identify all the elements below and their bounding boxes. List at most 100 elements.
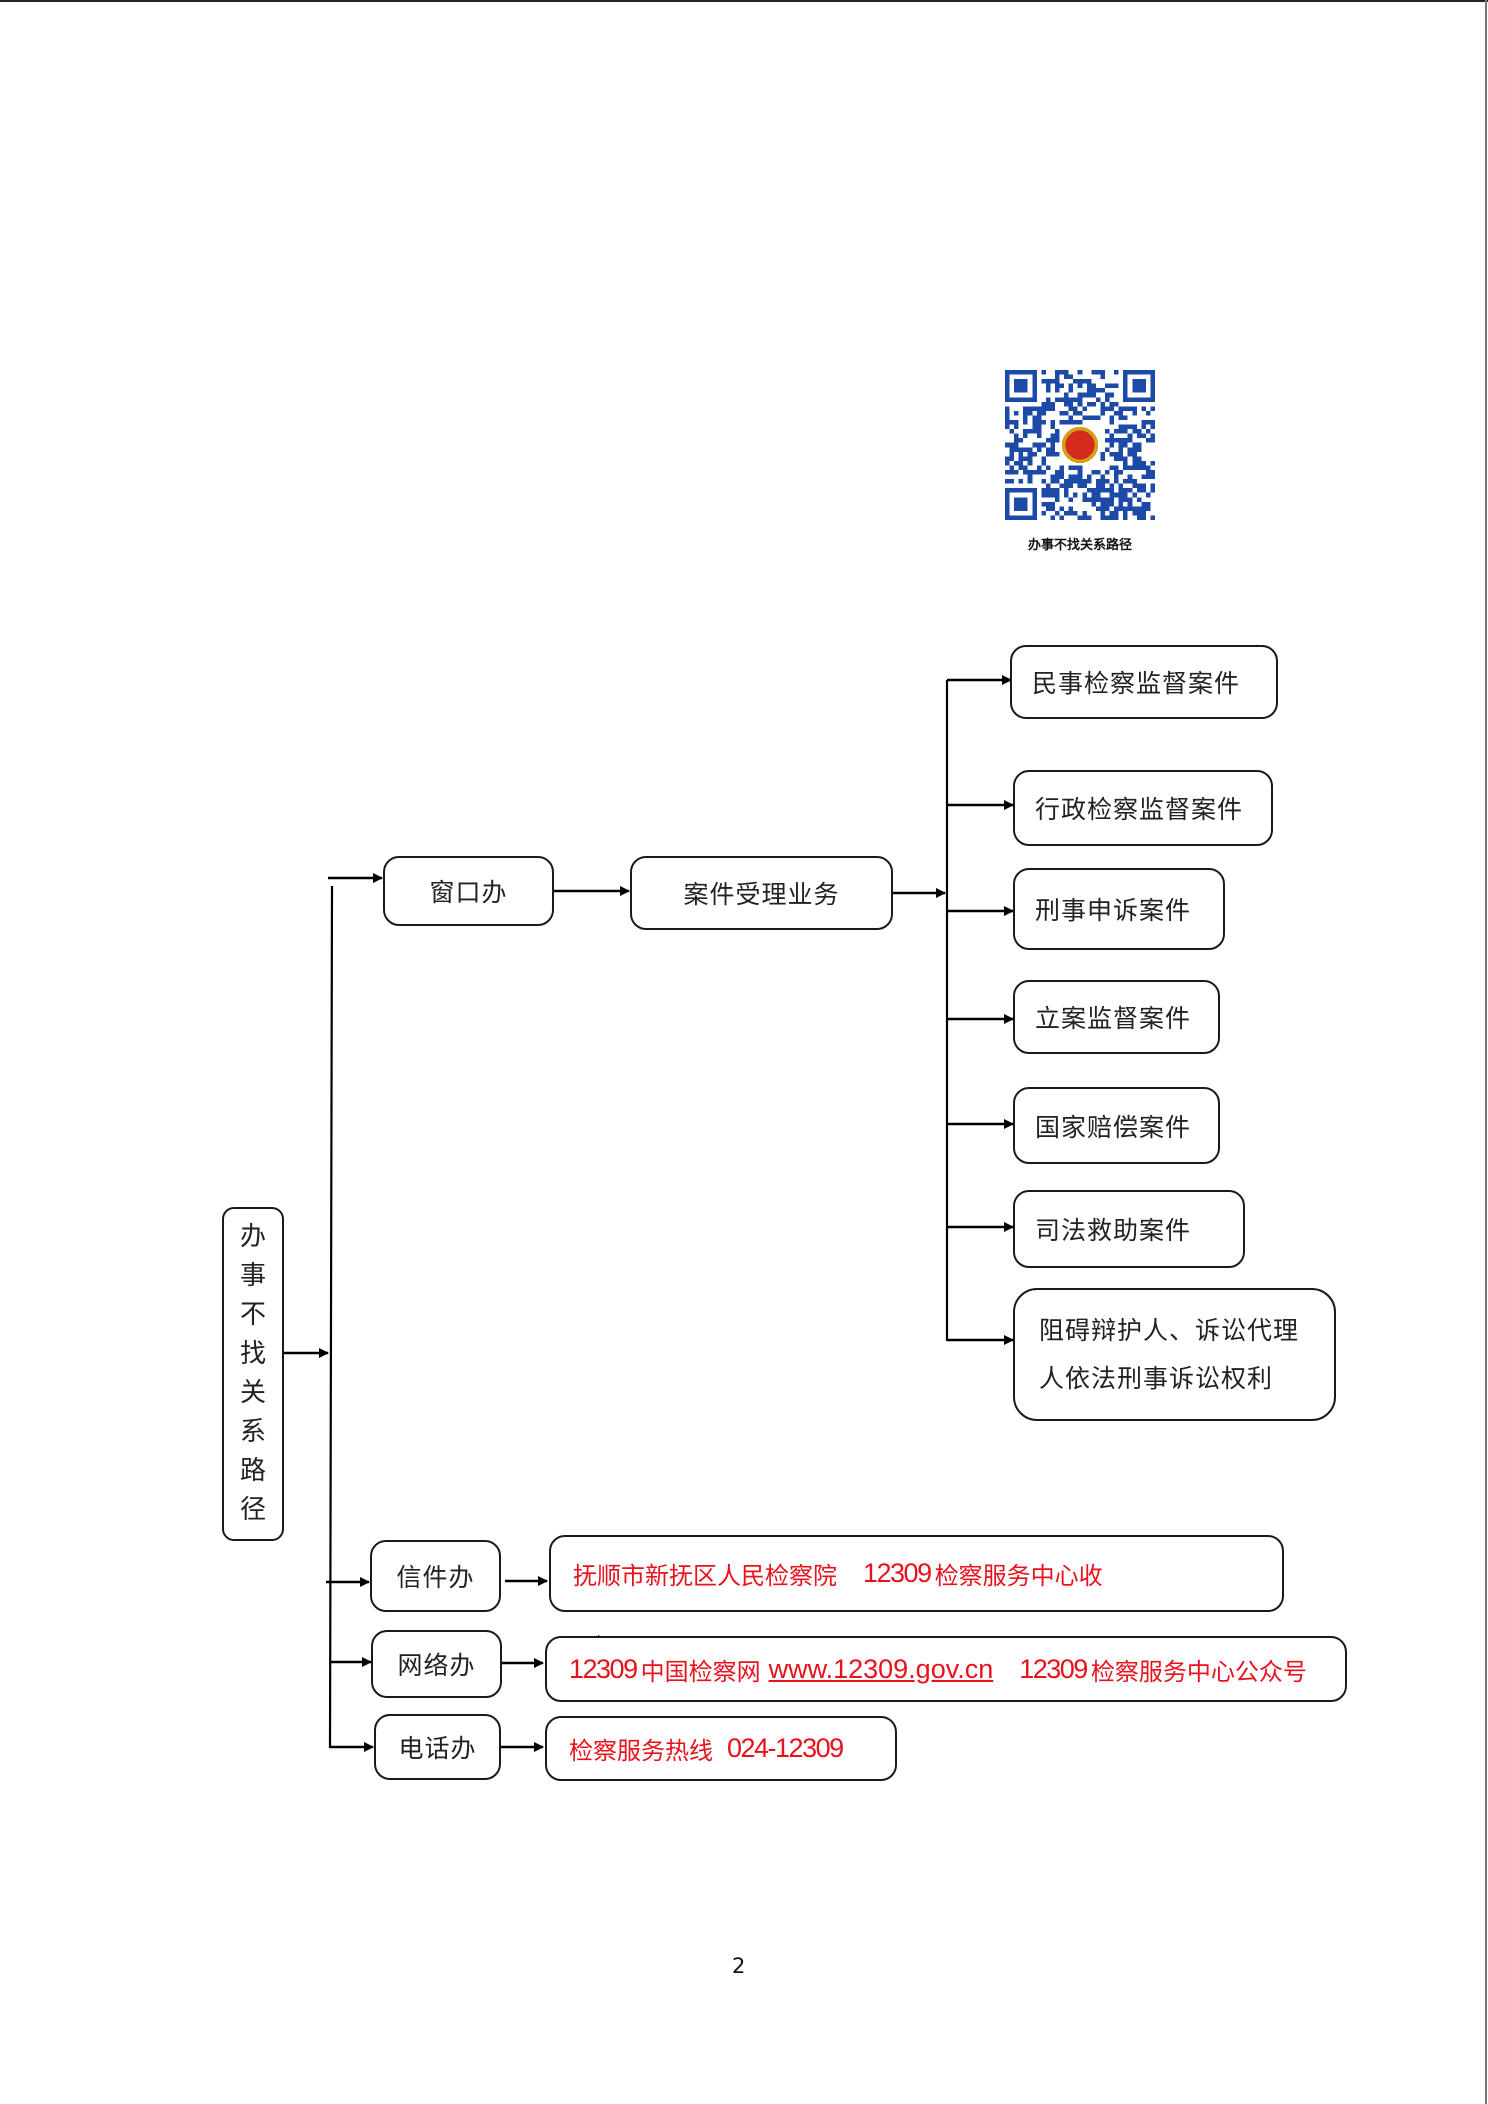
qr-module	[1118, 429, 1124, 434]
qr-module	[1150, 433, 1155, 439]
qr-module	[1064, 370, 1069, 375]
qr-module	[1127, 438, 1133, 443]
qr-module	[1086, 388, 1092, 393]
qr-module	[1141, 460, 1146, 466]
phone-detail: 检察服务热线 024-12309	[545, 1716, 897, 1781]
qr-module	[1055, 479, 1060, 484]
qr-module	[1114, 465, 1119, 470]
qr-module	[1050, 451, 1055, 457]
qr-module	[1036, 442, 1042, 448]
qr-module	[1068, 415, 1074, 420]
phone-hotline-number: 024-12309	[727, 1733, 844, 1763]
qr-module	[1045, 383, 1051, 389]
qr-module	[1073, 379, 1078, 384]
qr-module	[1036, 406, 1042, 411]
qr-module	[1118, 456, 1124, 461]
qr-module	[1114, 474, 1119, 480]
qr-module	[1123, 456, 1128, 461]
qr-module	[1045, 483, 1051, 489]
letter-hotline-number: 12309	[863, 1558, 932, 1588]
qr-module	[1005, 420, 1010, 425]
qr-module	[1041, 442, 1046, 448]
network-url-link[interactable]: www.12309.gov.cn	[768, 1653, 994, 1684]
qr-module	[1123, 406, 1128, 411]
qr-module	[1041, 492, 1046, 498]
qr-module	[1109, 488, 1115, 493]
qr-module	[1073, 410, 1078, 416]
qr-module	[1041, 420, 1046, 425]
network-account-name: 检察服务中心公众号	[1090, 1657, 1307, 1686]
qr-module	[1100, 388, 1105, 393]
qr-module	[1014, 438, 1019, 443]
qr-module	[1118, 447, 1124, 452]
case-type-node: 国家赔偿案件	[1013, 1087, 1220, 1164]
qr-module	[1055, 433, 1060, 439]
qr-module	[1032, 424, 1037, 430]
qr-module	[1005, 406, 1010, 411]
qr-module	[1050, 474, 1055, 480]
qr-module	[1141, 465, 1146, 470]
qr-module	[1091, 497, 1096, 502]
qr-module	[1100, 497, 1105, 502]
qr-module	[1150, 420, 1155, 425]
qr-module	[1027, 474, 1033, 480]
qr-module	[1118, 424, 1124, 430]
qr-module	[1032, 442, 1037, 448]
qr-module	[1023, 456, 1028, 461]
qr-module	[1109, 483, 1115, 489]
qr-module	[1082, 492, 1087, 498]
qr-module	[1145, 410, 1151, 416]
phone-hotline-label: 检察服务热线	[569, 1737, 713, 1765]
qr-module	[1086, 415, 1092, 420]
node-phone-label: 电话办	[398, 1734, 477, 1763]
qr-module	[1005, 456, 1010, 461]
qr-module	[1109, 451, 1115, 457]
qr-module	[1127, 501, 1133, 507]
qr-module	[1041, 370, 1046, 375]
qr-module	[1050, 492, 1055, 498]
qr-module	[1086, 401, 1092, 407]
qr-module	[1041, 510, 1046, 516]
qr-module	[1077, 392, 1083, 398]
qr-module	[1123, 492, 1128, 498]
case-type-node: 司法救助案件	[1013, 1190, 1245, 1268]
qr-module	[1132, 456, 1137, 461]
qr-module	[1141, 433, 1146, 439]
qr-module	[1041, 501, 1046, 507]
qr-module	[1127, 465, 1133, 470]
qr-module	[1005, 442, 1010, 448]
qr-module	[1068, 479, 1074, 484]
root-char: 径	[239, 1495, 266, 1525]
qr-module	[1068, 374, 1074, 380]
qr-module	[1095, 415, 1101, 420]
qr-module	[1036, 420, 1042, 425]
qr-module	[1114, 470, 1119, 475]
qr-module	[1036, 465, 1042, 470]
qr-module	[1009, 456, 1015, 461]
qr-module	[1064, 488, 1069, 493]
qr-module	[1055, 510, 1060, 516]
qr-module	[1136, 497, 1142, 502]
qr-module	[1009, 447, 1015, 452]
qr-module	[1086, 497, 1092, 502]
node-network: 网络办	[371, 1630, 502, 1698]
qr-module	[1036, 415, 1042, 420]
qr-module	[1077, 465, 1083, 470]
qr-module	[1086, 379, 1092, 384]
qr-module	[1073, 510, 1078, 516]
qr-module	[1055, 438, 1060, 443]
qr-module	[1077, 470, 1083, 475]
qr-module	[1082, 392, 1087, 398]
qr-module	[1027, 406, 1033, 411]
qr-finder-pattern	[1005, 370, 1037, 402]
qr-module	[1091, 388, 1096, 393]
qr-module	[1041, 470, 1046, 475]
qr-module	[1064, 483, 1069, 489]
qr-module	[1086, 474, 1092, 480]
qr-module	[1045, 447, 1051, 452]
qr-module	[1105, 488, 1110, 493]
qr-module	[1086, 479, 1092, 484]
qr-module	[1118, 497, 1124, 502]
root-char: 找	[239, 1339, 266, 1369]
